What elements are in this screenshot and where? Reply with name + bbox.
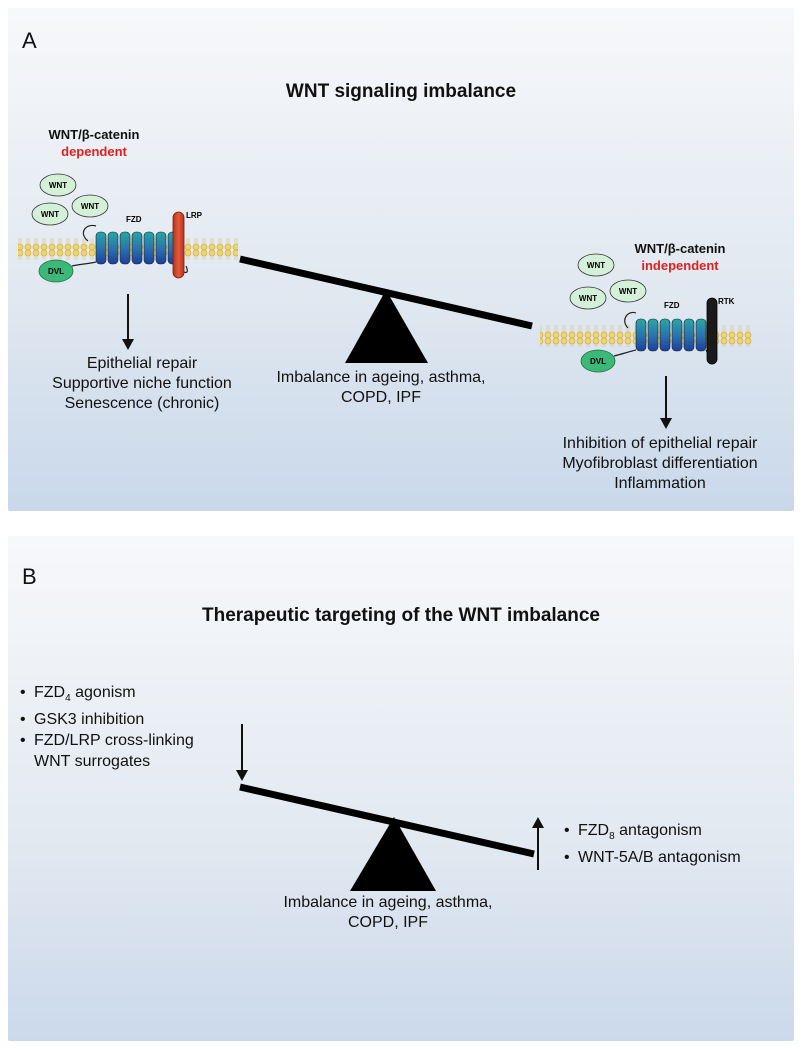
left-dvl [38,259,74,283]
left-lrp-coreceptor [172,211,185,279]
left-therapy-item: •GSK3 inhibition [20,711,145,729]
panel-a: A WNT signaling imbalance WNT/β-catenin … [8,8,794,511]
panel-b-diagram [236,724,544,891]
left-therapy-item: •FZD4 agonism [20,684,136,705]
right-outcome-1: Inhibition of epithelial repair [562,435,758,452]
right-rtk-coreceptor [706,297,718,365]
right-pathway-line1: WNT/β-catenin [634,241,726,256]
left-receptor-complex: FZD LRP WNT WNT WNT DVL [18,173,238,350]
b-left-arrow-down-icon [236,770,248,781]
right-wnt-ligand-3-label: WNT [619,287,637,296]
right-therapy-item: •FZD8 antagonism [564,822,702,843]
panel-b-caption-line1: Imbalance in ageing, asthma, [283,894,493,911]
left-pathway-label: WNT/β-catenin dependent [34,126,154,160]
panel-a-letter: A [22,28,37,53]
panel-a-center-caption: Imbalance in ageing, asthma, COPD, IPF [256,368,506,408]
left-wnt-ligand-1-label: WNT [49,181,67,190]
left-wnt-ligand-3 [71,194,109,218]
left-outcomes: Epithelial repair Supportive niche funct… [36,354,248,414]
panel-b-letter: B [22,564,37,589]
seesaw-fulcrum [345,290,428,363]
b-seesaw-fulcrum [350,817,436,891]
right-receptor-complex: FZD RTK WNT WNT WNT DVL [540,253,752,429]
right-wnt-ligand-1-label: WNT [587,261,605,270]
right-therapy-list: •FZD8 antagonism •WNT-5A/B antagonism [564,820,741,868]
left-wnt-ligand-2 [31,202,69,226]
right-wnt-ligand-3 [609,279,647,303]
right-therapy-item: •WNT-5A/B antagonism [564,849,741,867]
left-arrow-down-icon [122,339,134,350]
left-therapy-item: WNT surrogates [34,753,151,771]
left-therapy-list: •FZD4 agonism •GSK3 inhibition •FZD/LRP … [20,682,194,772]
left-outcome-1: Epithelial repair [86,355,198,372]
panel-a-caption-line2: COPD, IPF [340,389,421,406]
left-pathway-line1: WNT/β-catenin [48,127,140,142]
right-outcome-2: Myofibroblast differentiation [562,455,758,472]
panel-a-title: WNT signaling imbalance [285,81,517,102]
panel-a-caption-line1: Imbalance in ageing, asthma, [276,369,486,386]
left-fzd-label: FZD [126,215,142,224]
left-therapy-item: •FZD/LRP cross-linking [20,732,194,750]
right-arrow-down-icon [660,418,672,429]
right-outcomes: Inhibition of epithelial repair Myofibro… [538,434,782,494]
panel-a-diagram: FZD LRP WNT WNT WNT DVL [18,173,752,429]
left-pathway-line2: dependent [61,144,127,159]
right-pathway-label: WNT/β-catenin independent [620,240,740,274]
right-rtk-label: RTK [718,297,735,306]
right-outcome-3: Inflammation [614,475,706,492]
left-wnt-ligand-3-label: WNT [81,202,99,211]
left-outcome-2: Supportive niche function [52,375,232,392]
panel-b: B Therapeutic targeting of the WNT imbal… [8,536,794,1041]
panel-b-center-caption: Imbalance in ageing, asthma, COPD, IPF [258,893,518,933]
left-outcome-3: Senescence (chronic) [64,395,220,412]
b-seesaw-beam [239,783,535,858]
left-wnt-ligand-1 [39,173,77,197]
right-dvl-label: DVL [590,357,606,366]
right-dvl [580,349,616,373]
right-fzd-label: FZD [664,301,680,310]
right-wnt-ligand-1 [577,253,615,277]
b-right-arrow-up-icon [532,817,544,828]
right-fzd-receptor [635,318,715,359]
left-lrp-label: LRP [186,211,203,220]
left-fzd-receptor [95,231,188,274]
right-wnt-ligand-2-label: WNT [579,294,597,303]
right-wnt-ligand-2 [569,286,607,310]
right-pathway-line2: independent [641,258,719,273]
panel-b-caption-line2: COPD, IPF [347,914,428,931]
left-wnt-ligand-2-label: WNT [41,210,59,219]
left-dvl-label: DVL [48,267,64,276]
panel-b-title: Therapeutic targeting of the WNT imbalan… [202,605,600,626]
